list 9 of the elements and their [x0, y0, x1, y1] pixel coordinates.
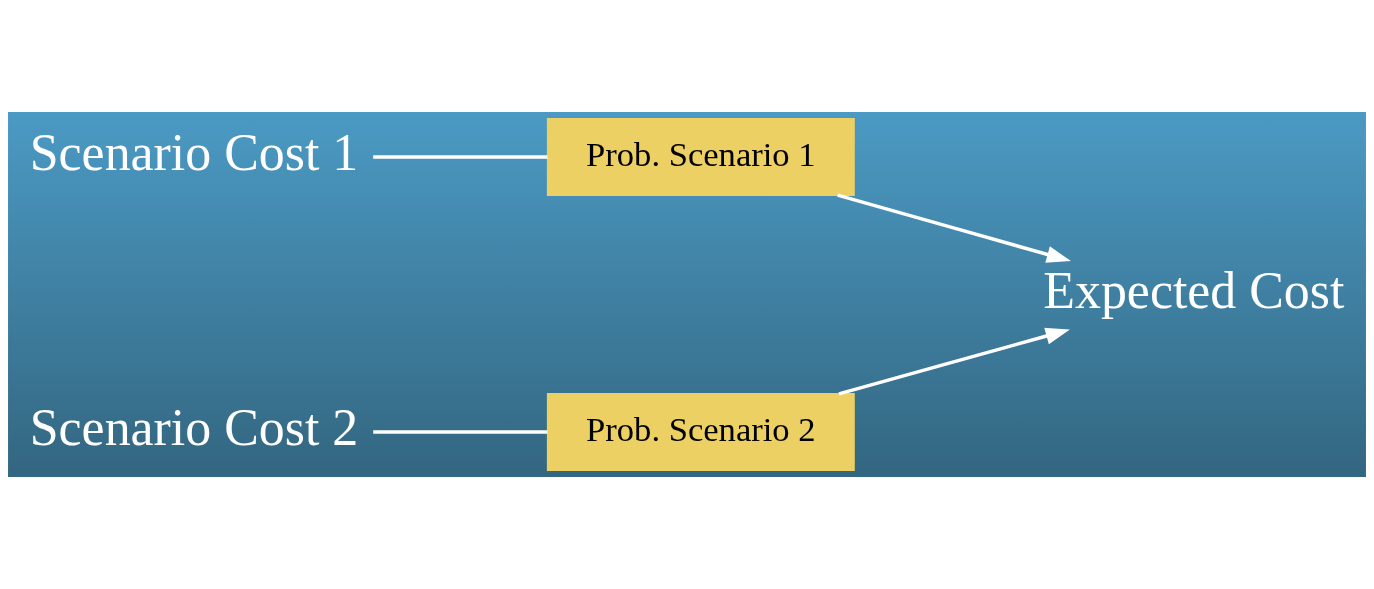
node-box: Prob. Scenario 1 [546, 118, 855, 196]
arrow [837, 193, 1071, 263]
connector [373, 430, 548, 434]
node-text: Scenario Cost 2 [29, 399, 359, 456]
node-text: Expected Cost [1043, 262, 1345, 320]
node-box: Prob. Scenario 2 [546, 393, 855, 471]
arrow [838, 327, 1070, 396]
node-text: Scenario Cost 1 [29, 123, 359, 181]
connector [373, 155, 548, 159]
